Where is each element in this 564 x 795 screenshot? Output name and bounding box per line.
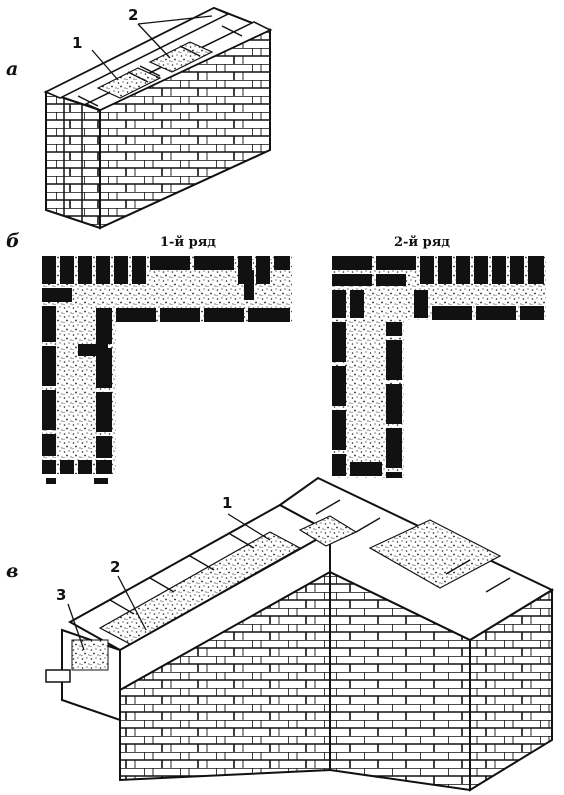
callout-c-2: 2 <box>110 558 121 576</box>
callout-a-1: 1 <box>72 34 83 52</box>
panel-a-wall <box>43 6 273 230</box>
panel-label-a: а <box>6 58 19 80</box>
panel-a-end-face <box>45 90 101 230</box>
panel-a-fill-pocket <box>148 41 214 73</box>
panel-c-corner <box>45 476 555 792</box>
callout-c-3: 3 <box>56 586 67 604</box>
panel-label-b: б <box>6 230 20 252</box>
panel-a-fill-pocket <box>96 67 162 99</box>
row-1-label: 1-й ряд <box>160 235 216 250</box>
plan-row-1-bricks <box>42 256 290 484</box>
callout-a-2: 2 <box>128 6 139 24</box>
callout-c-1: 1 <box>222 494 233 512</box>
panel-c-fill-left <box>98 531 302 645</box>
panel-label-c: в <box>6 560 19 582</box>
plan-row-2-bricks <box>332 256 544 478</box>
panel-c-fill-right <box>368 519 502 589</box>
plan-row-2 <box>332 256 546 478</box>
plan-row-1 <box>42 256 292 484</box>
row-2-label: 2-й ряд <box>394 235 450 250</box>
